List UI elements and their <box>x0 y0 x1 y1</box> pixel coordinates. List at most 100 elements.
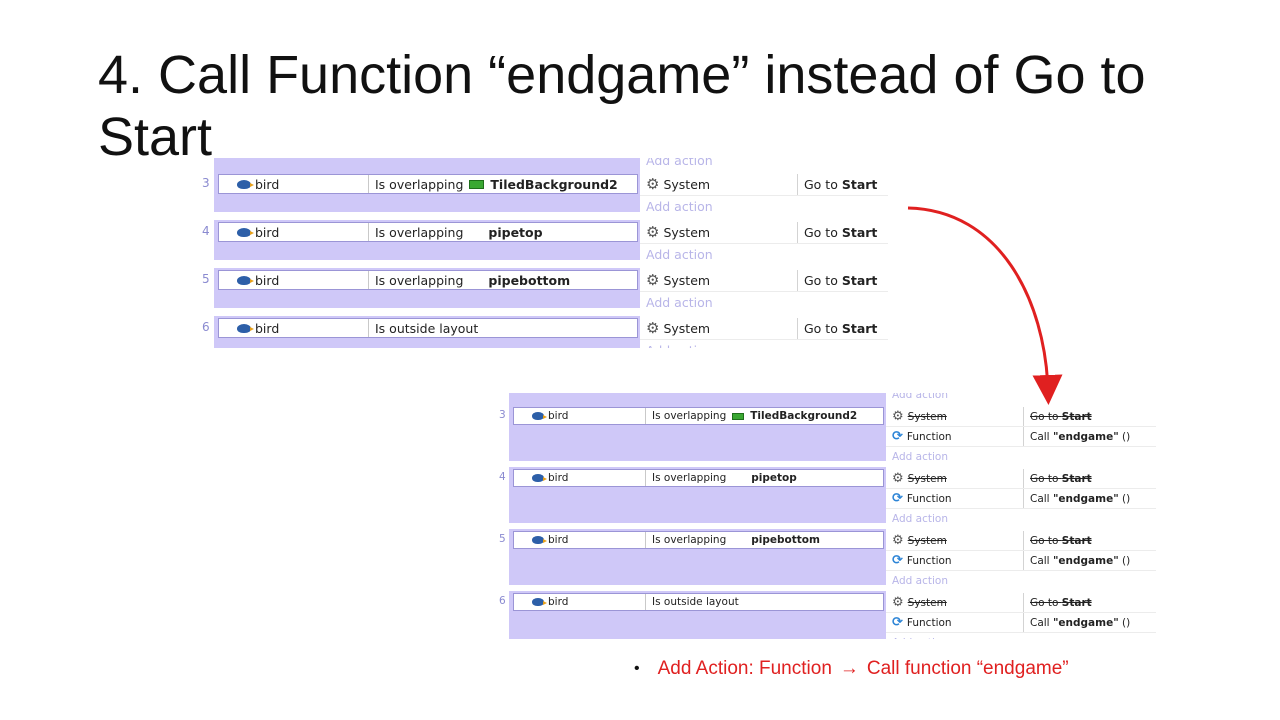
condition-object[interactable]: bird <box>219 271 369 289</box>
action-prefix: Go to <box>804 225 842 240</box>
tiled-background-icon <box>732 412 745 420</box>
condition-text: Is outside layout <box>646 596 739 608</box>
event-condition[interactable]: bird Is overlapping TiledBackground2 <box>513 407 884 425</box>
slide-title: 4. Call Function “endgame” instead of Go… <box>98 45 1146 167</box>
action-suffix: () <box>1118 430 1131 443</box>
function-icon: ⟳ <box>892 553 903 568</box>
action-target: Start <box>1061 534 1092 547</box>
action-object[interactable]: ⚙System <box>886 593 1024 612</box>
condition-object[interactable]: bird <box>514 470 646 486</box>
action-target: Start <box>1061 596 1092 609</box>
condition-name: Is overlapping <box>652 410 727 422</box>
action-object[interactable]: ⟳Function <box>886 551 1024 570</box>
action-target: "endgame" <box>1052 616 1119 629</box>
condition-object[interactable]: bird <box>514 532 646 548</box>
event-number: 6 <box>499 595 506 607</box>
add-action-link[interactable]: Add action <box>640 340 713 348</box>
add-action-link[interactable]: Add action <box>892 513 948 525</box>
action-prefix: Call <box>1030 492 1053 505</box>
condition-object[interactable]: bird <box>219 319 369 337</box>
bird-icon <box>532 598 547 606</box>
event-number: 4 <box>202 224 210 238</box>
add-action-link[interactable]: Add action <box>892 451 948 463</box>
event-action[interactable]: ⟳Function Call "endgame" () <box>886 489 1156 509</box>
event-condition[interactable]: bird Is overlapping pipebottom <box>218 270 638 290</box>
action-suffix: () <box>1118 492 1131 505</box>
action-object[interactable]: ⟳Function <box>886 613 1024 632</box>
event-block-previous <box>214 158 640 172</box>
event-condition[interactable]: bird Is outside layout <box>513 593 884 611</box>
action-target: "endgame" <box>1052 492 1119 505</box>
action-object[interactable]: ⚙System <box>640 222 798 243</box>
condition-name: Is overlapping <box>375 272 464 288</box>
action-target: Start <box>841 273 878 288</box>
arrow-right-icon: → <box>839 658 859 679</box>
action-object-name: System <box>663 273 711 288</box>
condition-parameter: pipetop <box>751 472 797 484</box>
event-condition[interactable]: bird Is overlapping pipetop <box>513 469 884 487</box>
bird-icon <box>237 275 254 285</box>
action-prefix: Go to <box>804 177 842 192</box>
action-prefix: Call <box>1030 430 1053 443</box>
add-action-link[interactable]: Add action <box>646 247 713 262</box>
condition-name: Is overlapping <box>652 472 727 484</box>
action-object-name: System <box>663 177 711 192</box>
bird-icon <box>237 323 254 333</box>
action-object[interactable]: ⚙System <box>640 318 798 339</box>
add-action-link[interactable]: Add action <box>646 158 713 168</box>
add-action-link[interactable]: Add action <box>892 393 948 401</box>
condition-object-name: bird <box>548 472 569 484</box>
action-text: Call "endgame" () <box>1024 555 1130 567</box>
condition-name: Is outside layout <box>652 596 739 608</box>
action-object[interactable]: ⚙System <box>886 531 1024 550</box>
condition-parameter: TiledBackground2 <box>750 410 858 422</box>
function-icon: ⟳ <box>892 615 903 630</box>
action-text: Call "endgame" () <box>1024 617 1130 629</box>
action-object[interactable]: ⟳Function <box>886 427 1024 446</box>
action-object[interactable]: ⚙System <box>886 469 1024 488</box>
event-number: 3 <box>202 176 210 190</box>
action-object-name: Function <box>906 554 952 567</box>
action-text: Go to Start <box>1024 535 1092 547</box>
bird-icon <box>532 474 547 482</box>
action-object[interactable]: ⚙System <box>640 270 798 291</box>
add-action-link[interactable]: Add action <box>886 633 948 639</box>
condition-object[interactable]: bird <box>219 175 369 193</box>
condition-object[interactable]: bird <box>514 594 646 610</box>
action-object[interactable]: ⚙System <box>640 174 798 195</box>
add-action-link[interactable]: Add action <box>892 575 948 587</box>
condition-parameter: pipebottom <box>751 534 820 546</box>
add-action-link[interactable]: Add action <box>646 295 713 310</box>
condition-object[interactable]: bird <box>219 223 369 241</box>
condition-object[interactable]: bird <box>514 408 646 424</box>
condition-parameter: pipebottom <box>488 272 571 288</box>
action-object[interactable]: ⟳Function <box>886 489 1024 508</box>
action-text: Call "endgame" () <box>1024 431 1130 443</box>
action-object[interactable]: ⚙System <box>886 407 1024 426</box>
condition-text: Is overlapping pipetop <box>646 472 797 484</box>
transition-arrow-path <box>907 206 1063 405</box>
gear-icon: ⚙ <box>892 471 904 486</box>
add-action-link[interactable]: Add action <box>646 199 713 214</box>
action-target: Start <box>841 321 878 336</box>
gear-icon: ⚙ <box>892 409 904 424</box>
